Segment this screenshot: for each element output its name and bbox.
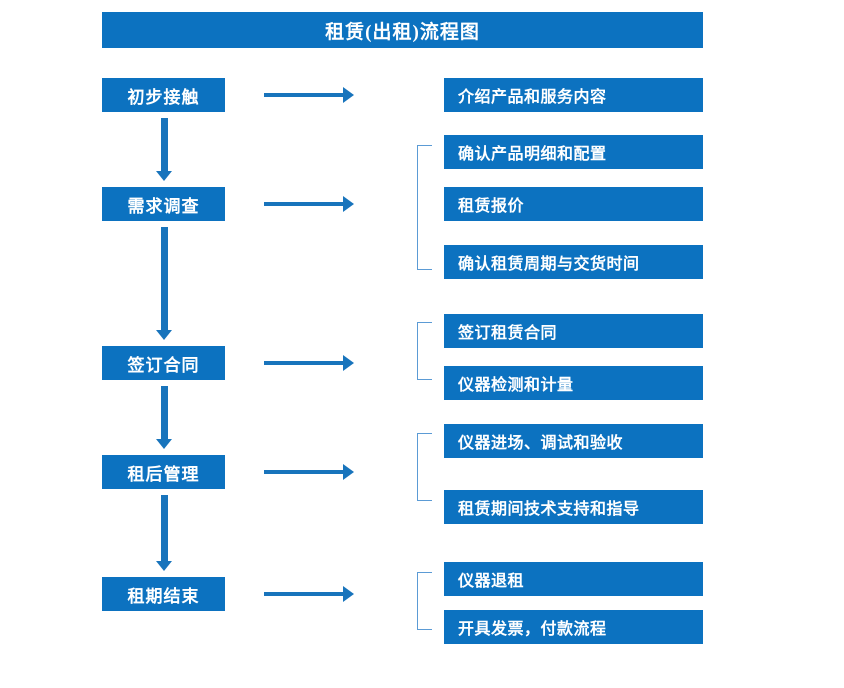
- stage-box-4[interactable]: 租后管理: [102, 455, 225, 489]
- task-box-1-1[interactable]: 介绍产品和服务内容: [444, 78, 703, 112]
- stage-label-5: 租期结束: [127, 586, 200, 606]
- arrow-right-icon-1: [264, 87, 354, 103]
- task-box-3-2[interactable]: 仪器检测和计量: [444, 366, 703, 400]
- arrow-shaft: [160, 495, 168, 561]
- task-label: 租赁报价: [458, 198, 525, 215]
- stage-box-3[interactable]: 签订合同: [102, 346, 225, 380]
- task-box-2-3[interactable]: 确认租赁周期与交货时间: [444, 245, 703, 279]
- arrow-right-icon-5: [264, 586, 354, 602]
- stage-label-1: 初步接触: [127, 87, 200, 107]
- task-box-4-1[interactable]: 仪器进场、调试和验收: [444, 424, 703, 458]
- arrow-shaft: [160, 386, 168, 439]
- arrow-head: [343, 355, 354, 371]
- task-box-3-1[interactable]: 签订租赁合同: [444, 314, 703, 348]
- task-label: 开具发票，付款流程: [458, 621, 607, 638]
- arrow-down-icon-3: [156, 386, 172, 449]
- group-bracket-icon-5: [417, 572, 432, 630]
- arrow-head: [156, 330, 172, 340]
- arrow-head: [156, 171, 172, 181]
- arrow-shaft: [264, 360, 344, 365]
- stage-box-5[interactable]: 租期结束: [102, 577, 225, 611]
- arrow-shaft: [264, 201, 344, 206]
- group-bracket-icon-2: [417, 145, 432, 270]
- arrow-head: [343, 87, 354, 103]
- stage-label-4: 租后管理: [127, 464, 200, 484]
- task-box-2-2[interactable]: 租赁报价: [444, 187, 703, 221]
- arrow-shaft: [264, 469, 344, 474]
- stage-label-2: 需求调查: [127, 196, 200, 216]
- arrow-shaft: [160, 118, 168, 171]
- task-label: 签订租赁合同: [458, 325, 558, 342]
- task-label: 确认租赁周期与交货时间: [458, 256, 640, 273]
- task-box-5-1[interactable]: 仪器退租: [444, 562, 703, 596]
- group-bracket-icon-3: [417, 322, 432, 380]
- arrow-down-icon-4: [156, 495, 172, 571]
- group-bracket-icon-4: [417, 433, 432, 501]
- arrow-shaft: [264, 92, 344, 97]
- task-label: 仪器进场、调试和验收: [458, 435, 624, 452]
- stage-box-2[interactable]: 需求调查: [102, 187, 225, 221]
- arrow-right-icon-4: [264, 464, 354, 480]
- arrow-shaft: [264, 591, 344, 596]
- arrow-head: [343, 464, 354, 480]
- stage-label-3: 签订合同: [127, 355, 200, 375]
- task-box-4-2[interactable]: 租赁期间技术支持和指导: [444, 490, 703, 524]
- arrow-head: [343, 196, 354, 212]
- arrow-shaft: [160, 227, 168, 330]
- stage-box-1[interactable]: 初步接触: [102, 78, 225, 112]
- arrow-head: [156, 561, 172, 571]
- arrow-right-icon-3: [264, 355, 354, 371]
- arrow-head: [343, 586, 354, 602]
- task-label: 介绍产品和服务内容: [458, 89, 607, 106]
- page-title: 租赁(出租)流程图: [102, 12, 703, 48]
- arrow-down-icon-2: [156, 227, 172, 340]
- task-label: 确认产品明细和配置: [458, 146, 607, 163]
- arrow-head: [156, 439, 172, 449]
- task-box-2-1[interactable]: 确认产品明细和配置: [444, 135, 703, 169]
- task-label: 租赁期间技术支持和指导: [458, 501, 640, 518]
- task-box-5-2[interactable]: 开具发票，付款流程: [444, 610, 703, 644]
- task-label: 仪器检测和计量: [458, 377, 574, 394]
- arrow-down-icon-1: [156, 118, 172, 181]
- arrow-right-icon-2: [264, 196, 354, 212]
- task-label: 仪器退租: [458, 573, 525, 590]
